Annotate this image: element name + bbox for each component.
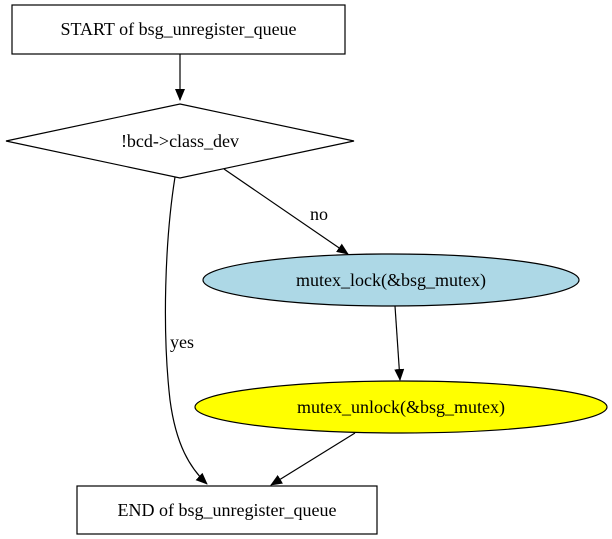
edge-condition-to-end [164, 176, 208, 485]
condition-diamond [5, 103, 355, 179]
lock-ellipse [202, 253, 580, 307]
edge-label-yes: yes [170, 332, 194, 352]
start-box [11, 4, 346, 55]
lock-label: mutex_lock(&bsg_mutex) [296, 270, 486, 291]
edge-lock-to-unlock [394, 305, 405, 381]
condition-label: !bcd->class_dev [121, 131, 239, 151]
unlock-ellipse [194, 380, 608, 434]
end-box [76, 485, 378, 535]
edge-label-no: no [310, 204, 328, 224]
end-label: END of bsg_unregister_queue [118, 500, 337, 520]
edge-condition-to-lock [223, 168, 349, 255]
edge-unlock-to-end [270, 432, 356, 486]
unlock-label: mutex_unlock(&bsg_mutex) [297, 397, 505, 418]
node-start: START of bsg_unregister_queue [11, 4, 346, 55]
start-label: START of bsg_unregister_queue [60, 19, 296, 39]
node-condition: !bcd->class_dev [5, 103, 355, 179]
node-lock: mutex_lock(&bsg_mutex) [202, 253, 580, 307]
node-end: END of bsg_unregister_queue [76, 485, 378, 535]
edges: no yes [164, 54, 405, 486]
node-unlock: mutex_unlock(&bsg_mutex) [194, 380, 608, 434]
